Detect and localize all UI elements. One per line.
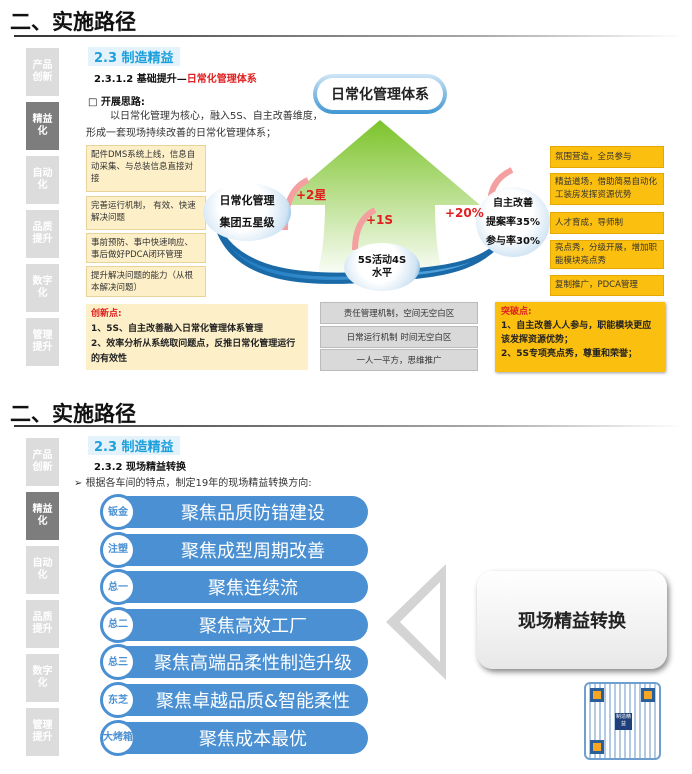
gray-box: 一人一平方，思维推广: [320, 349, 478, 371]
circle-text: 5S活动4S: [357, 255, 407, 266]
title-divider: [14, 425, 684, 427]
right-box: 氛围营造，全员参与: [550, 146, 664, 168]
breakthrough-line: 2、5S专项亮点秀，尊重和荣誉；: [501, 349, 638, 359]
bullet-label: 根据各车间的特点，制定19年的现场精益转换方向:: [85, 478, 312, 489]
growth-arrow: [280, 120, 480, 280]
idea-label: □ 开展思路:: [88, 97, 145, 108]
nav-lean[interactable]: 精益化: [26, 102, 59, 150]
workshop-tag: 注塑: [100, 531, 136, 568]
left-box: 配件DMS系统上线，信息自动采集、与总装信息直接对接: [86, 145, 206, 192]
subheading-num: 2.3.1.2 基础提升—: [94, 74, 187, 85]
breakthrough-line: 1、自主改善人人参与，职能模块更应该发挥资源优势；: [501, 321, 652, 345]
nav-management[interactable]: 管理提升: [26, 708, 59, 756]
circle-text: 日常化管理: [219, 194, 275, 207]
left-arrow-icon: [386, 564, 446, 680]
qr-finder: [590, 688, 604, 702]
nav-management[interactable]: 管理提升: [26, 318, 59, 366]
section-label: 2.3 制造精益: [88, 47, 180, 66]
workshop-tag: 总三: [100, 644, 136, 681]
circle-text: 集团五星级: [219, 216, 275, 229]
nav-digital[interactable]: 数字化: [26, 264, 59, 312]
focus-item: 聚焦卓越品质&智能柔性: [118, 684, 368, 716]
gain-label: +2星: [296, 188, 327, 202]
nav-quality[interactable]: 品质提升: [26, 210, 59, 258]
breakthrough-box: 突破点: 1、自主改善人人参与，职能模块更应该发挥资源优势； 2、5S专项亮点秀…: [495, 302, 665, 372]
top-label-pill: 日常化管理体系: [313, 74, 447, 114]
page-title: 二、实施路径: [10, 10, 136, 34]
gray-box: 责任管理机制，空间无空白区: [320, 302, 478, 324]
nav-product-innovation[interactable]: 产品创新: [26, 438, 59, 486]
workshop-tag: 东芝: [100, 682, 136, 718]
focus-item: 聚焦品质防错建设: [118, 496, 368, 528]
workshop-tag: 大烤箱: [100, 719, 136, 756]
nav-lean[interactable]: 精益化: [26, 492, 59, 540]
innovation-box: 创新点: 1、5S、自主改善融入日常化管理体系管理 2、效率分析从系统取问题点，…: [86, 304, 308, 370]
right-box: 人才育成，导师制: [550, 212, 664, 234]
qr-finder: [590, 740, 604, 754]
page-title: 二、实施路径: [10, 402, 136, 426]
idea-paragraph: 以日常化管理为核心，融入5S、自主改善维度，形成一套现场持续改善的日常化管理体系…: [86, 111, 323, 139]
nav-automation[interactable]: 自动化: [26, 546, 59, 594]
bullet-text: ➢ 根据各车间的特点，制定19年的现场精益转换方向:: [74, 474, 312, 489]
right-box: 复制推广，PDCA管理: [550, 275, 664, 296]
gain-arrow: [352, 207, 377, 251]
workshop-tag: 总一: [100, 569, 136, 606]
circle-text: 提案率35%: [486, 216, 540, 228]
breakthrough-label: 突破点:: [501, 307, 532, 317]
nav-automation[interactable]: 自动化: [26, 156, 59, 204]
focus-item: 聚焦连续流: [118, 571, 368, 604]
focus-item: 聚焦成本最优: [118, 721, 368, 754]
left-box: 完善运行机制， 有效、快速解决问题: [86, 196, 206, 230]
qr-code: 制造精益: [584, 682, 661, 760]
right-box: 精益道场，借助简易自动化工装房发挥资源优势: [550, 173, 664, 205]
section-label: 2.3 制造精益: [88, 436, 180, 455]
innovation-line: 1、5S、自主改善融入日常化管理体系管理: [91, 324, 264, 334]
nav-product-innovation[interactable]: 产品创新: [26, 48, 59, 96]
nav-quality[interactable]: 品质提升: [26, 600, 59, 648]
title-divider: [14, 35, 684, 37]
subheading: 2.3.1.2 基础提升—日常化管理体系: [94, 70, 257, 85]
circle-text: 水平: [372, 268, 392, 279]
gain-label: +1S: [366, 213, 394, 227]
subheading-red: 日常化管理体系: [186, 74, 257, 85]
left-box: 提升解决问题的能力（从根本解决问题）: [86, 266, 206, 297]
gray-box: 日常运行机制 时间无空白区: [320, 326, 478, 348]
circle-text: 自主改善: [493, 197, 533, 209]
bullet-arrow-icon: ➢: [74, 478, 86, 489]
gain-label: +20%: [445, 206, 484, 220]
subheading: 2.3.2 现场精益转换: [94, 462, 186, 473]
circle-daily-management: 日常化管理 集团五星级: [203, 183, 291, 241]
focus-item: 聚焦高效工厂: [118, 608, 368, 641]
focus-item: 聚焦成型周期改善: [118, 533, 368, 566]
innovation-line: 2、效率分析从系统取问题点，反推日常化管理运行的有效性: [91, 339, 296, 364]
right-box: 亮点秀，分级开展，增加职能模块亮点秀: [550, 240, 664, 269]
nav-digital[interactable]: 数字化: [26, 654, 59, 702]
circle-text: 参与率30%: [486, 235, 540, 247]
workshop-tag: 钣金: [100, 494, 136, 530]
circle-self-improvement: 自主改善 提案率35% 参与率30%: [476, 187, 550, 257]
workshop-tag: 总二: [100, 606, 136, 643]
focus-item: 聚焦高端品柔性制造升级: [118, 646, 368, 679]
qr-logo: 制造精益: [615, 713, 632, 730]
top-label-text: 日常化管理体系: [317, 78, 443, 110]
transformation-box: 现场精益转换: [477, 571, 667, 669]
circle-5s: 5S活动4S 水平: [344, 243, 420, 291]
left-box: 事前预防、事中快速响应、事后做好PDCA闭环管理: [86, 233, 206, 263]
innovation-label: 创新点:: [91, 309, 122, 319]
qr-finder: [641, 688, 655, 702]
